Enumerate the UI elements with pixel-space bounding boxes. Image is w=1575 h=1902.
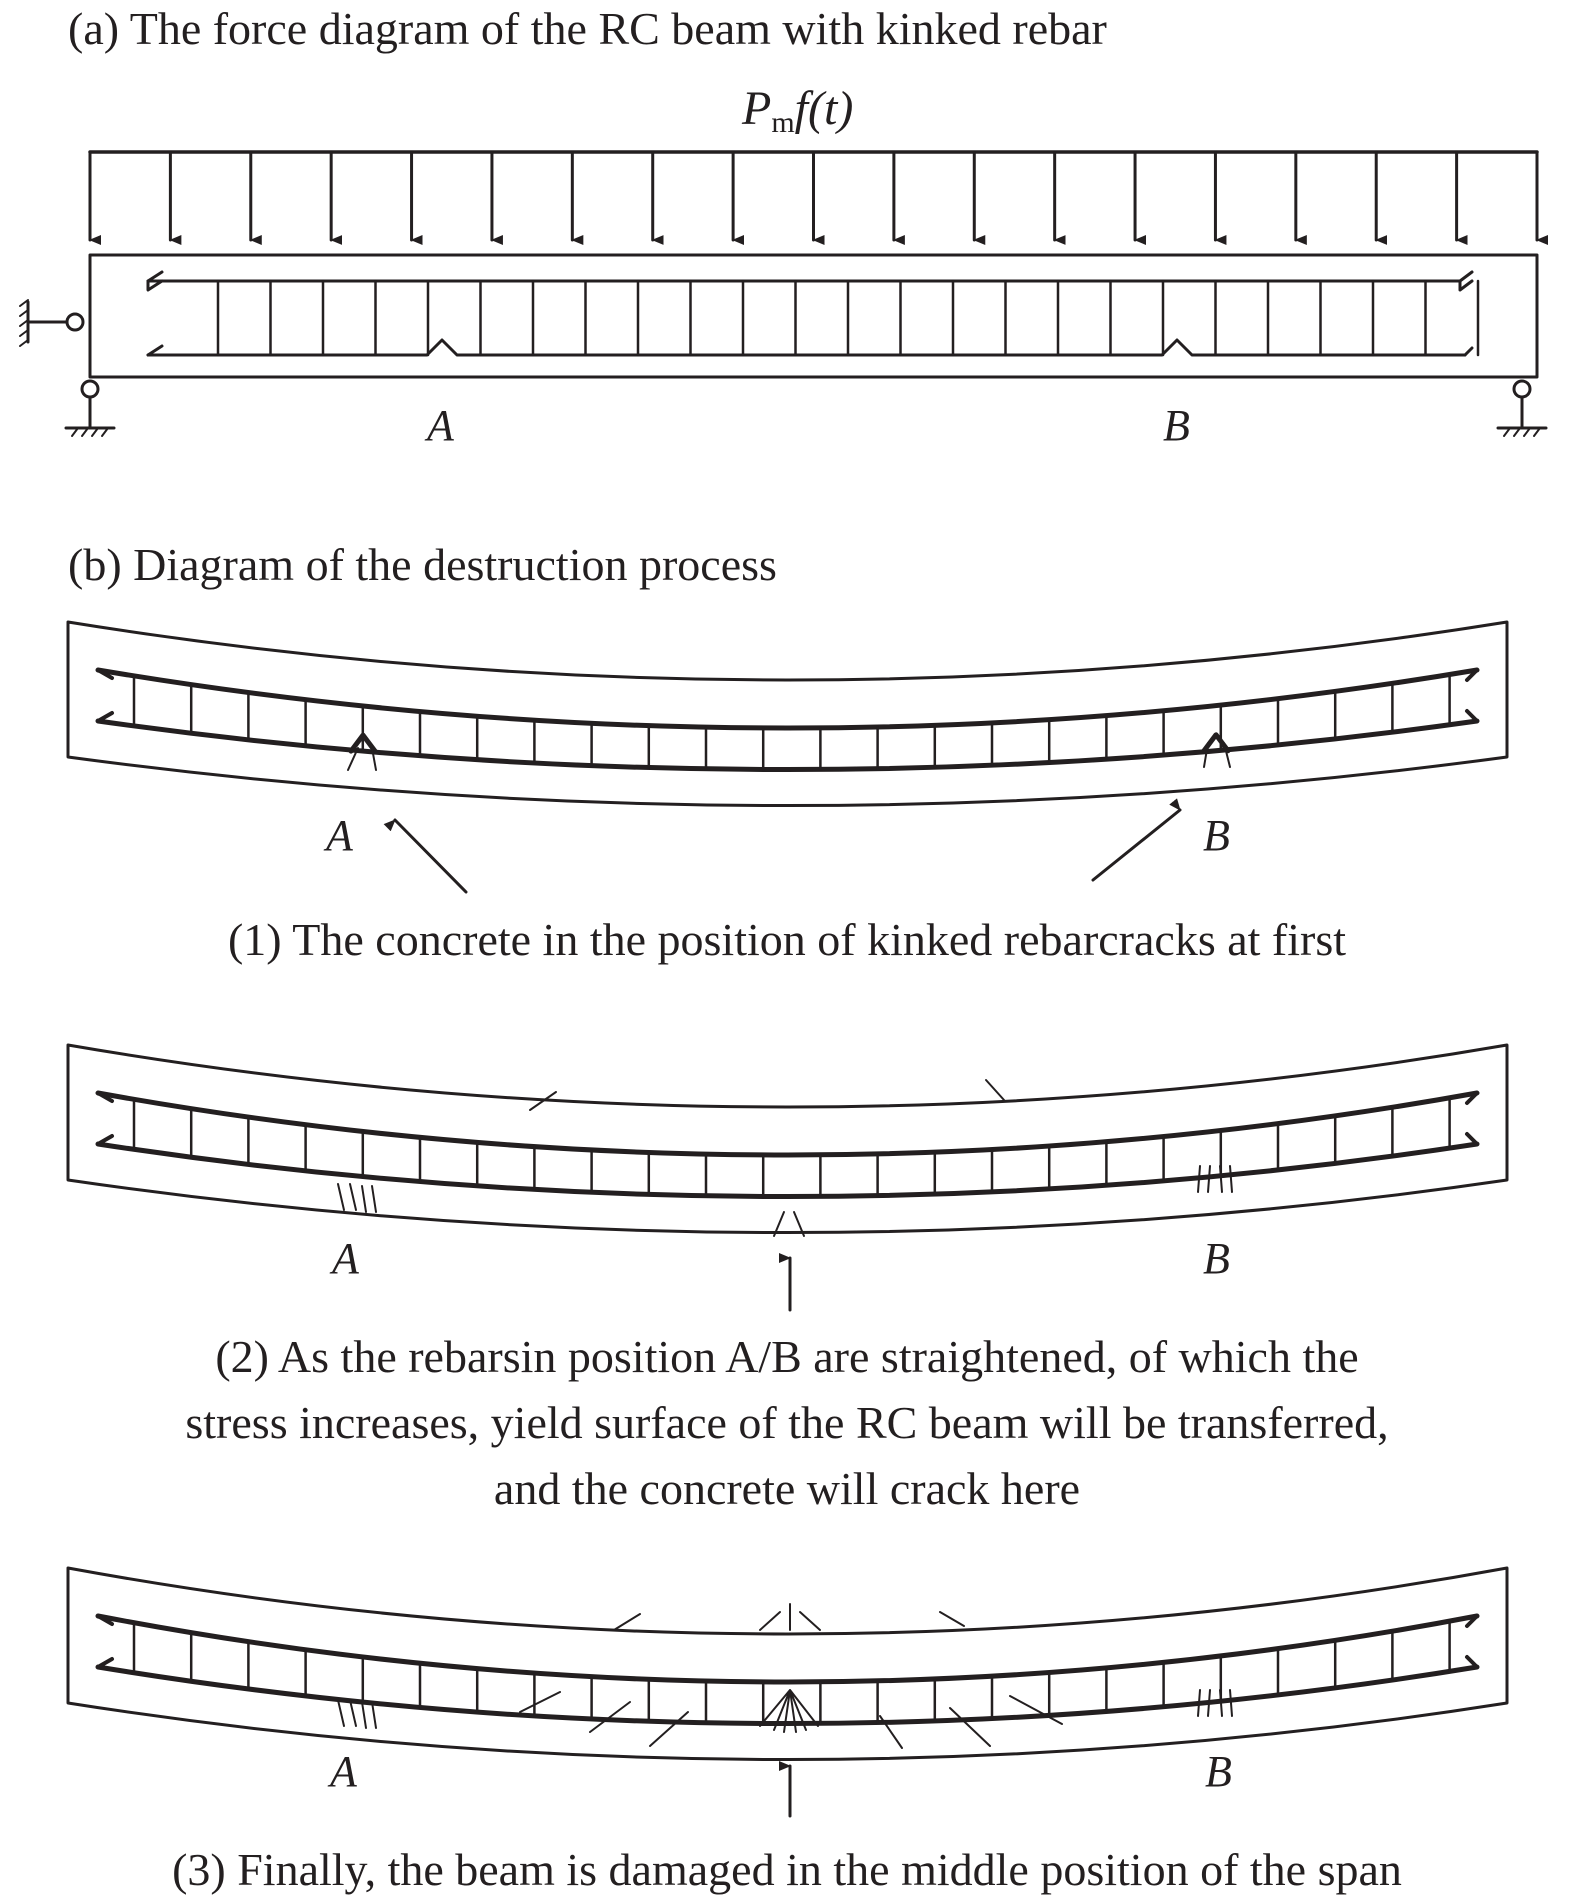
right-support — [1496, 379, 1548, 437]
left-support — [19, 299, 116, 437]
crack-b-step1 — [1203, 742, 1231, 768]
panel-a: (a) The force diagram of the RC beam wit… — [19, 3, 1548, 450]
label-b: B — [1163, 401, 1190, 450]
rebar-cage — [146, 270, 1480, 357]
left-horizontal-pin — [65, 312, 85, 332]
load-subscript: m — [771, 106, 794, 139]
bottom-rebar — [95, 1141, 1480, 1200]
bent-beam-step3 — [66, 1566, 1509, 1762]
label-a-step1: A — [323, 811, 354, 860]
top-rebar — [95, 667, 1480, 731]
cracks-mid-bottom-step3 — [519, 1689, 1063, 1749]
arrow-b-step1 — [1091, 798, 1182, 882]
beam-outline — [66, 1043, 1509, 1235]
bottom-rebar — [95, 718, 1480, 773]
rebar-hooks — [96, 668, 1479, 723]
label-a-step3: A — [327, 1747, 358, 1796]
left-support-hatch — [71, 427, 109, 437]
step1-annotations: A B — [323, 742, 1231, 894]
step2-caption-line1: (2) As the rebarsin position A/B are str… — [215, 1331, 1358, 1382]
top-rebar — [95, 1090, 1480, 1158]
step2-annotations: A B — [329, 1079, 1233, 1312]
kink-a-step1 — [348, 732, 378, 754]
rebar-hooks — [146, 270, 1474, 357]
top-rebar — [146, 279, 1474, 292]
cracks-top-step3 — [613, 1603, 965, 1631]
cracks-a-step3 — [337, 1699, 377, 1729]
label-b-step2: B — [1203, 1234, 1230, 1283]
left-support-pin — [80, 379, 100, 399]
cracks-b-step3 — [1197, 1689, 1233, 1717]
label-b-step3: B — [1205, 1747, 1232, 1796]
crack-a-step1 — [347, 747, 377, 771]
cracks-a-step2 — [337, 1183, 377, 1213]
crack-top-right-step2 — [985, 1079, 1005, 1101]
panel-b-title: (b) Diagram of the destruction process — [68, 539, 777, 590]
bottom-rebar — [95, 1664, 1480, 1727]
label-b-step1: B — [1203, 811, 1230, 860]
step1-caption: (1) The concrete in the position of kink… — [228, 914, 1346, 965]
load-label: Pmf(t) — [741, 82, 853, 139]
label-a-step2: A — [329, 1234, 360, 1283]
beam-outline — [66, 1566, 1509, 1762]
rebar-hooks — [96, 1614, 1479, 1669]
crack-mid-step2 — [773, 1211, 805, 1237]
distributed-load-arrows — [88, 150, 1548, 245]
step3-caption: (3) Finally, the beam is damaged in the … — [172, 1844, 1402, 1895]
beam-outline — [88, 253, 1539, 379]
panel-a-title: (a) The force diagram of the RC beam wit… — [68, 3, 1107, 54]
arrow-a-step1 — [383, 818, 468, 894]
right-support-hatch — [1503, 427, 1541, 437]
panel-b: (b) Diagram of the destruction process A… — [66, 539, 1509, 1895]
bent-beam-step2 — [66, 1043, 1509, 1235]
step3-annotations: A B — [327, 1603, 1233, 1818]
bent-beam-step1 — [66, 620, 1509, 808]
crack-top-left-step2 — [529, 1091, 557, 1111]
bottom-rebar — [146, 338, 1467, 357]
load-symbol: P — [741, 82, 771, 135]
step2-caption-line2: stress increases, yield surface of the R… — [185, 1397, 1388, 1448]
right-support-pin — [1512, 379, 1532, 399]
cracks-b-step2 — [1197, 1165, 1233, 1193]
rebar-hooks — [96, 1091, 1479, 1146]
left-wall-hatch — [19, 299, 29, 347]
load-function: f(t) — [795, 82, 854, 135]
top-rebar — [95, 1613, 1480, 1685]
step2-caption-line3: and the concrete will crack here — [494, 1463, 1080, 1514]
beam-outline — [66, 620, 1509, 808]
label-a: A — [424, 401, 455, 450]
